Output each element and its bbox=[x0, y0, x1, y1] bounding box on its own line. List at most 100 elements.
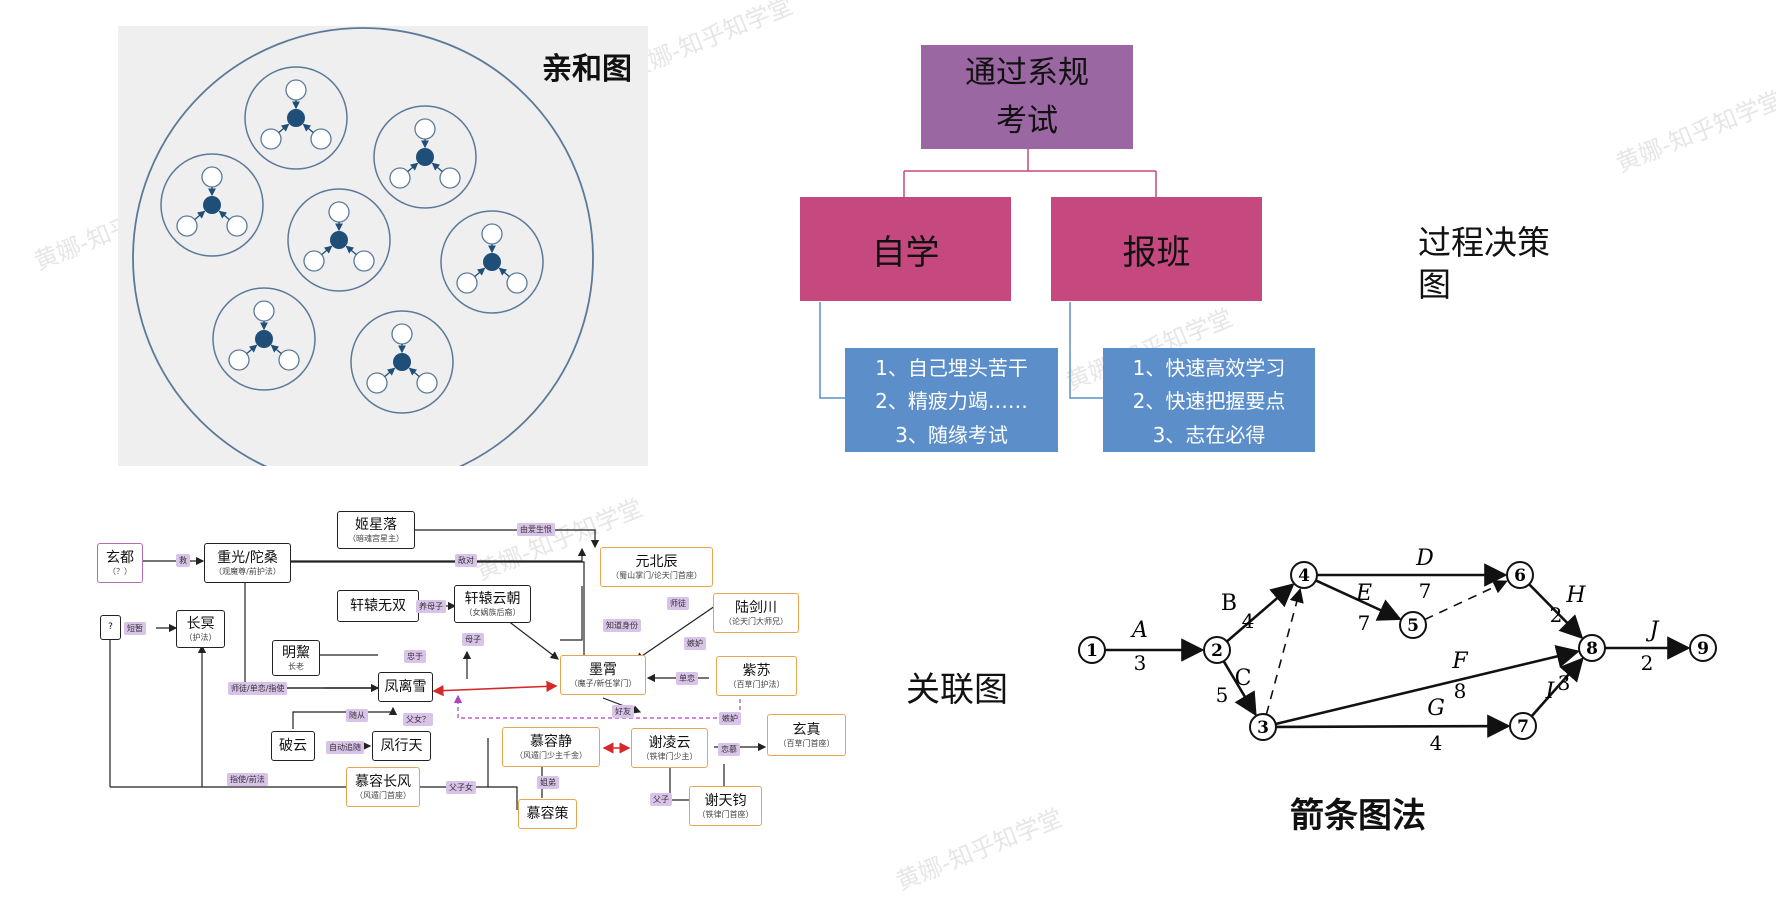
event-node-label: 9 bbox=[1697, 639, 1709, 659]
relation-node-changming: 长冥（护法） bbox=[176, 610, 225, 648]
pdpc-list-self-study: 1、自己埋头苦干 2、精疲力竭…… 3、随缘考试 bbox=[845, 348, 1058, 452]
affinity-diagram-svg bbox=[132, 27, 594, 489]
relation-node-xuanyuan-wushuang: 轩辕无双 bbox=[337, 590, 419, 622]
affinity-item bbox=[310, 128, 332, 150]
relation-diagram-title: 关联图 bbox=[906, 670, 1008, 710]
relation-connectors bbox=[105, 529, 767, 810]
relation-node-zisu: 紫苏（百草门护法） bbox=[716, 656, 797, 696]
affinity-cluster bbox=[244, 66, 348, 170]
relation-node-jixingluo: 姬星落（暗魂宫星主） bbox=[337, 511, 415, 549]
relation-node-xietianjun: 谢天钧（铁律门首座） bbox=[689, 786, 762, 826]
activity-arrow bbox=[1222, 660, 1257, 717]
activity-duration-label: 3 bbox=[1134, 651, 1147, 675]
pdpc-item: 1、自己埋头苦干 bbox=[875, 356, 1028, 381]
activity-name-label: I bbox=[1545, 679, 1556, 704]
pdpc-root-line1: 通过系规 bbox=[965, 55, 1089, 91]
relation-label: 父女？ bbox=[403, 713, 433, 726]
activity-duration-label: 7 bbox=[1358, 611, 1371, 635]
relation-label: 父子 bbox=[650, 793, 672, 806]
activity-name-label: E bbox=[1355, 581, 1372, 606]
event-node bbox=[1509, 712, 1537, 740]
relation-label: 嫉妒 bbox=[684, 637, 706, 650]
affinity-item bbox=[226, 215, 248, 237]
affinity-hub bbox=[393, 353, 411, 371]
dummy-activity-arrow bbox=[1265, 587, 1304, 715]
pdpc-item: 2、快速把握要点 bbox=[1132, 389, 1286, 414]
affinity-cluster bbox=[212, 287, 316, 391]
affinity-item bbox=[353, 250, 375, 272]
relation-node-unknown: ? bbox=[100, 615, 121, 640]
activity-duration-label: 5 bbox=[1216, 683, 1229, 707]
activity-name-label: C bbox=[1235, 666, 1252, 691]
relation-label: 知道身份 bbox=[603, 619, 641, 632]
event-node bbox=[1578, 634, 1606, 662]
pdpc-branch-self-study: 自学 bbox=[800, 197, 1011, 301]
activity-name-label: J bbox=[1646, 618, 1660, 643]
activity-name-label: A bbox=[1130, 618, 1148, 643]
affinity-cluster bbox=[350, 310, 454, 414]
pdpc-list-class: 1、快速高效学习 2、快速把握要点 3、志在必得 bbox=[1103, 348, 1315, 452]
affinity-title: 亲和图 bbox=[542, 52, 632, 87]
event-node-label: 3 bbox=[1257, 718, 1269, 738]
pdpc-connectors bbox=[819, 149, 1157, 399]
activity-arrow bbox=[1315, 579, 1402, 621]
affinity-cluster bbox=[440, 210, 544, 314]
relation-label: 恋慕 bbox=[718, 743, 740, 756]
event-node bbox=[1399, 611, 1427, 639]
pdpc-item: 3、随缘考试 bbox=[895, 422, 1008, 447]
relation-node-lujianchuan: 陆剑川（论天门大师兄） bbox=[713, 593, 799, 633]
activity-name-label: G bbox=[1427, 696, 1445, 721]
relation-label: 自动追随 bbox=[326, 741, 364, 754]
relation-label: 父子女 bbox=[446, 781, 476, 794]
pdpc-root-line2: 考试 bbox=[996, 103, 1058, 139]
event-node bbox=[1249, 713, 1277, 741]
affinity-cluster bbox=[160, 153, 264, 257]
event-node bbox=[1506, 561, 1534, 589]
affinity-hub bbox=[416, 148, 434, 166]
affinity-item bbox=[176, 215, 198, 237]
relation-label: 敌对 bbox=[455, 554, 477, 567]
relation-node-xuanyuan-yunzhao: 轩辕云朝（女娲族后裔） bbox=[454, 585, 531, 623]
pdpc-branch-class: 报班 bbox=[1051, 197, 1262, 301]
affinity-cluster bbox=[287, 188, 391, 292]
relation-node-xielingyun: 谢凌云（铁律门少主） bbox=[631, 728, 708, 768]
watermark: 黄娜-知乎知学堂 bbox=[1612, 85, 1776, 178]
relation-node-fengxingtian: 凤行天 bbox=[372, 731, 431, 761]
affinity-item bbox=[303, 250, 325, 272]
relation-node-fenglixue: 凤离雪 bbox=[378, 672, 433, 702]
activity-name-label: H bbox=[1565, 583, 1586, 608]
affinity-hub bbox=[287, 109, 305, 127]
event-node bbox=[1203, 636, 1231, 664]
affinity-hub bbox=[203, 196, 221, 214]
event-node-label: 5 bbox=[1407, 616, 1419, 636]
affinity-hub bbox=[483, 253, 501, 271]
relation-label: 好友 bbox=[612, 705, 634, 718]
dummy-activity-arrow bbox=[1424, 580, 1508, 621]
affinity-item bbox=[416, 372, 438, 394]
event-node-label: 7 bbox=[1517, 717, 1529, 737]
relation-node-mingli: 明黧长老 bbox=[272, 640, 320, 676]
relation-label: 师徒 bbox=[667, 597, 689, 610]
event-node bbox=[1078, 636, 1106, 664]
relation-node-murongjing: 慕容静（风遁门少主千金） bbox=[502, 727, 600, 767]
pdpc-root-node: 通过系规考试 bbox=[921, 45, 1133, 149]
event-node-label: 2 bbox=[1211, 641, 1223, 661]
affinity-cluster bbox=[373, 105, 477, 209]
relation-label: 救 bbox=[176, 554, 190, 567]
activity-arrow bbox=[1528, 583, 1584, 640]
activity-arrow bbox=[1275, 644, 1580, 726]
relation-label: 指使/前法 bbox=[227, 773, 268, 786]
relation-node-moxiao: 墨霄（魔子/新任掌门） bbox=[560, 655, 646, 695]
relation-node-xuanzhen: 玄真（百草门首座） bbox=[767, 714, 846, 756]
activity-duration-label: 4 bbox=[1242, 609, 1255, 633]
relation-label: 短暂 bbox=[124, 622, 146, 635]
relation-label: 姐弟 bbox=[537, 776, 559, 789]
watermark: 黄娜-知乎知学堂 bbox=[892, 803, 1067, 896]
affinity-diagram-panel: 亲和图 bbox=[118, 26, 648, 489]
activity-arrow bbox=[1530, 657, 1584, 718]
event-node bbox=[1290, 561, 1318, 589]
event-node-label: 6 bbox=[1514, 566, 1526, 586]
affinity-item bbox=[260, 128, 282, 150]
activity-duration-label: 2 bbox=[1550, 603, 1563, 627]
